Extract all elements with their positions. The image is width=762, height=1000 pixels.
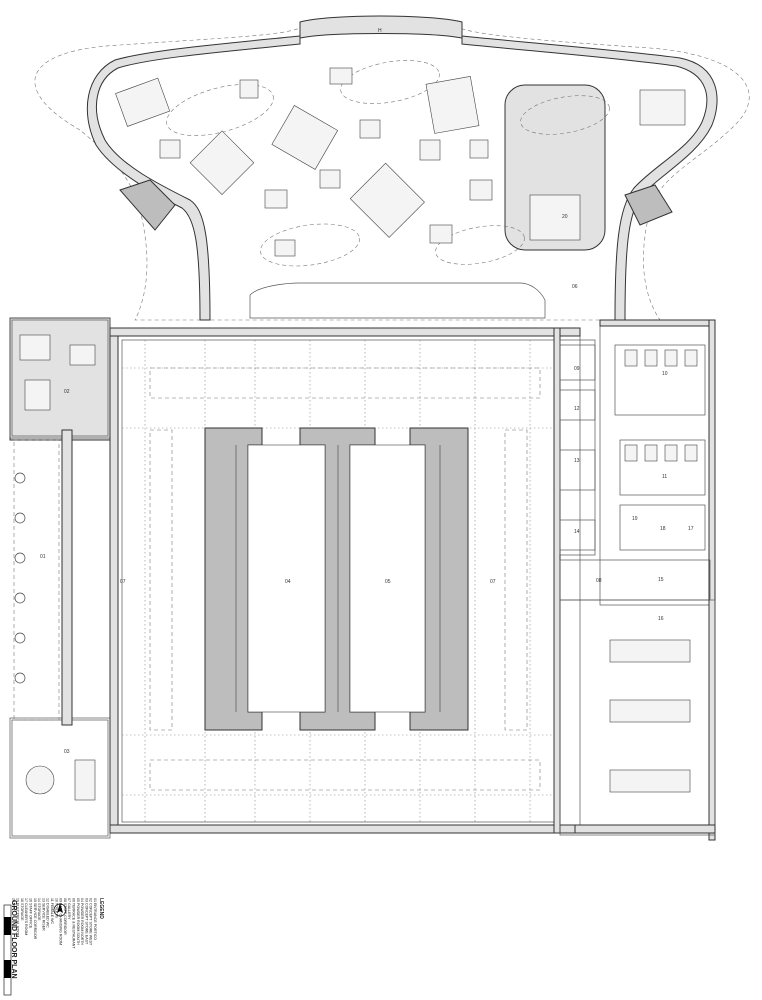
room-label-15: 15	[658, 577, 664, 583]
legend-item: 14 STORAGE	[37, 898, 41, 921]
legend-item: 19 ELECTRICAL ROOM	[16, 898, 20, 937]
room-label-03: 03	[64, 749, 70, 755]
room-label-10: 10	[662, 371, 668, 377]
room-label-11: 11	[662, 474, 667, 480]
room-label-17: 17	[688, 526, 694, 532]
title-block: GROUND FLOOR PLAN LEGEND 01 ENTRANCE POR…	[3, 898, 104, 996]
north-arrow-icon	[53, 903, 67, 917]
legend-item: 17 CLEANER'S ROOM	[24, 898, 28, 935]
drawing-title: GROUND FLOOR PLAN	[10, 900, 17, 979]
service-wing: 09 10 11 12 13 14 15 16 17 18 19 08	[559, 319, 716, 841]
legend-item: 10 TOILETS	[54, 898, 58, 918]
room-label-01: 01	[40, 554, 46, 560]
legend-item: 16 STAFF OFFICE	[29, 898, 33, 929]
room-label-14: 14	[574, 529, 580, 535]
room-label-02: 02	[64, 389, 70, 395]
svg-text:H: H	[378, 28, 382, 34]
legend-item: 02 CONCEPT STORE WEST	[89, 898, 93, 946]
serpentine-pavilion: 06 20 H	[34, 15, 750, 321]
scale-bar-icon	[3, 904, 12, 996]
legend-item: 18 STORAGE	[20, 898, 24, 921]
legend-item: 01 ENTRANCE PORTICO	[93, 898, 97, 940]
legend-item: 05 POWDER ROOM SOUTH	[76, 898, 80, 945]
main-building: 04 05 07 07 01 02 03	[9, 317, 581, 839]
room-label-16: 16	[658, 616, 664, 622]
legend-item: 09 BABY CHANGING ROOM	[59, 898, 63, 945]
legend-item: 15 SERVICE CORRIDOR	[33, 898, 37, 940]
room-label-07-west: 07	[120, 579, 126, 585]
legend-item: 07 GALLERY	[67, 898, 71, 920]
legend-item: 13 SERVICE RISER	[41, 898, 45, 931]
room-label-18: 18	[660, 526, 666, 532]
room-label-05: 05	[385, 579, 391, 585]
room-label-19: 19	[632, 516, 638, 522]
room-label-08: 08	[596, 578, 602, 584]
legend-item: 06 TERRACE & RESTAURANT	[72, 898, 76, 949]
room-label-12: 12	[574, 406, 580, 412]
legend-item: 11 FEMALE WC	[50, 898, 54, 924]
room-label-20: 20	[562, 214, 568, 220]
room-label-13: 13	[574, 458, 580, 464]
room-label-09: 09	[574, 366, 580, 372]
room-label-04: 04	[285, 579, 291, 585]
room-label-07-east: 07	[490, 579, 496, 585]
legend-item: 08 STAFF CORRIDOR	[63, 898, 67, 935]
legend-heading: LEGEND	[98, 898, 104, 919]
legend-item: 03 CONCEPT STORE EAST	[84, 898, 88, 945]
legend-item: 20 LIFT	[11, 898, 15, 911]
room-label-06: 06	[572, 284, 578, 290]
legend-item: 04 POWDER ROOM NORTH	[80, 898, 84, 945]
legend-item: 12 DISABLED WC	[46, 898, 50, 928]
